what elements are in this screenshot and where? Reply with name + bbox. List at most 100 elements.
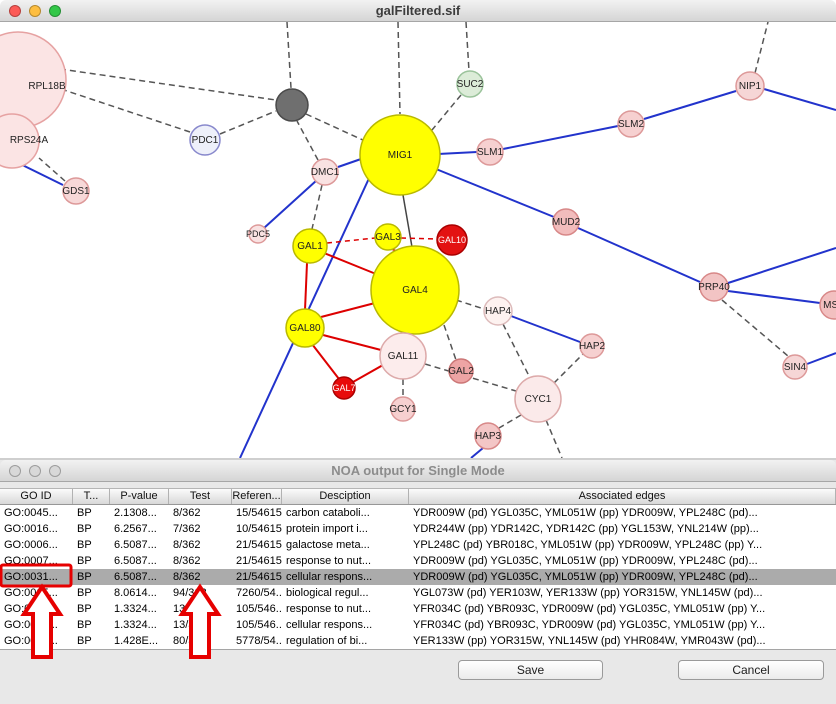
graph-edge[interactable] xyxy=(219,110,277,135)
graph-edge[interactable] xyxy=(305,113,366,142)
zoom-button[interactable] xyxy=(49,465,61,477)
graph-node-PDC5[interactable] xyxy=(248,224,268,244)
graph-node-GAL3[interactable] xyxy=(374,223,402,251)
graph-edge[interactable] xyxy=(63,89,191,133)
minimize-button[interactable] xyxy=(29,465,41,477)
graph-node-CYC1[interactable] xyxy=(514,375,562,423)
graph-node-SIN4[interactable] xyxy=(782,354,808,380)
graph-edge[interactable] xyxy=(311,343,340,380)
graph-node-SLM2[interactable] xyxy=(617,110,645,138)
graph-edge[interactable] xyxy=(754,22,769,74)
graph-node-DMC1[interactable] xyxy=(311,158,339,186)
graph-edge[interactable] xyxy=(443,324,457,361)
graph-edge[interactable] xyxy=(337,158,362,168)
network-canvas[interactable]: RPL18BRPS24AGDS1PDC1DMC1MIG1SUC2SLM1SLM2… xyxy=(0,22,836,458)
zoom-button[interactable] xyxy=(49,5,61,17)
graph-edge[interactable] xyxy=(322,334,382,351)
graph-edge[interactable] xyxy=(424,363,517,392)
graph-node-MUD2[interactable] xyxy=(552,208,580,236)
close-button[interactable] xyxy=(9,465,21,477)
graph-edge[interactable] xyxy=(263,179,318,229)
graph-edge[interactable] xyxy=(435,168,555,218)
graph-edge[interactable] xyxy=(286,22,292,89)
column-header[interactable]: P-value xyxy=(110,489,169,504)
minimize-button[interactable] xyxy=(29,5,41,17)
graph-edge[interactable] xyxy=(311,184,323,230)
graph-edge[interactable] xyxy=(545,419,563,458)
graph-edge[interactable] xyxy=(498,414,522,429)
graph-edge[interactable] xyxy=(320,302,376,318)
graph-node-MIG1[interactable] xyxy=(359,114,441,196)
graph-edge[interactable] xyxy=(806,352,836,365)
graph-edge[interactable] xyxy=(455,299,485,310)
graph-node-HAP4[interactable] xyxy=(483,296,513,326)
table-cell: 8/362 xyxy=(173,539,201,551)
graph-node-GAL11[interactable] xyxy=(379,332,427,380)
graph-edge[interactable] xyxy=(553,353,584,384)
graph-edge[interactable] xyxy=(643,90,737,120)
graph-node-GAL4[interactable] xyxy=(370,245,460,335)
graph-edge[interactable] xyxy=(323,252,377,275)
graph-edge[interactable] xyxy=(502,323,531,379)
graph-edge[interactable] xyxy=(727,290,821,304)
graph-edge[interactable] xyxy=(577,227,701,283)
graph-edge[interactable] xyxy=(304,262,308,311)
graph-edge[interactable] xyxy=(470,447,484,458)
graph-node-SLM1[interactable] xyxy=(476,138,504,166)
graph-node-unknown-gray[interactable] xyxy=(275,88,309,122)
graph-edge[interactable] xyxy=(721,299,789,357)
noa-window-titlebar[interactable]: NOA output for Single Mode xyxy=(0,460,836,482)
save-button[interactable]: Save xyxy=(458,660,603,680)
column-header[interactable]: GO ID xyxy=(0,489,73,504)
graph-node-MSB[interactable] xyxy=(819,290,836,320)
graph-edge[interactable] xyxy=(59,68,277,101)
graph-node-GCY1[interactable] xyxy=(390,396,416,422)
graph-edge[interactable] xyxy=(296,120,319,161)
graph-node-RPS24A[interactable] xyxy=(0,113,40,169)
graph-edge[interactable] xyxy=(38,157,66,182)
graph-edge[interactable] xyxy=(431,94,462,131)
graph-edge[interactable] xyxy=(400,237,438,240)
graph-edge[interactable] xyxy=(465,22,470,72)
graph-node-HAP2[interactable] xyxy=(579,333,605,359)
graph-node-NIP1[interactable] xyxy=(735,71,765,101)
graph-node-GDS1[interactable] xyxy=(62,177,90,205)
column-header[interactable]: Test xyxy=(169,489,232,504)
graph-edge[interactable] xyxy=(352,364,384,383)
graph-node-PRP40[interactable] xyxy=(699,272,729,302)
graph-node-PDC1[interactable] xyxy=(189,124,221,156)
graph-node-GAL80[interactable] xyxy=(285,308,325,348)
graph-window-titlebar[interactable]: galFiltered.sif xyxy=(0,0,836,22)
graph-node-SUC2[interactable] xyxy=(456,70,484,98)
graph-edge[interactable] xyxy=(727,247,836,284)
column-header[interactable]: T... xyxy=(73,489,110,504)
graph-node-GAL7[interactable] xyxy=(332,376,356,400)
graph-node-GAL1[interactable] xyxy=(292,228,328,264)
graph-node-GAL2[interactable] xyxy=(448,358,474,384)
graph-edge[interactable] xyxy=(510,315,581,343)
graph-node-HAP3[interactable] xyxy=(474,422,502,450)
cancel-button[interactable]: Cancel xyxy=(678,660,824,680)
column-header[interactable]: Referen... xyxy=(232,489,282,504)
column-header[interactable]: Desciption xyxy=(282,489,409,504)
graph-edge[interactable] xyxy=(397,22,401,115)
graph-edge[interactable] xyxy=(402,194,413,248)
graph-edge[interactable] xyxy=(502,125,619,150)
graph-edge[interactable] xyxy=(763,88,836,111)
close-button[interactable] xyxy=(9,5,21,17)
graph-edge[interactable] xyxy=(326,237,376,244)
graph-node-GAL10[interactable] xyxy=(436,224,468,256)
graph-edge[interactable] xyxy=(437,151,478,155)
column-header[interactable]: Associated edges xyxy=(409,489,836,504)
